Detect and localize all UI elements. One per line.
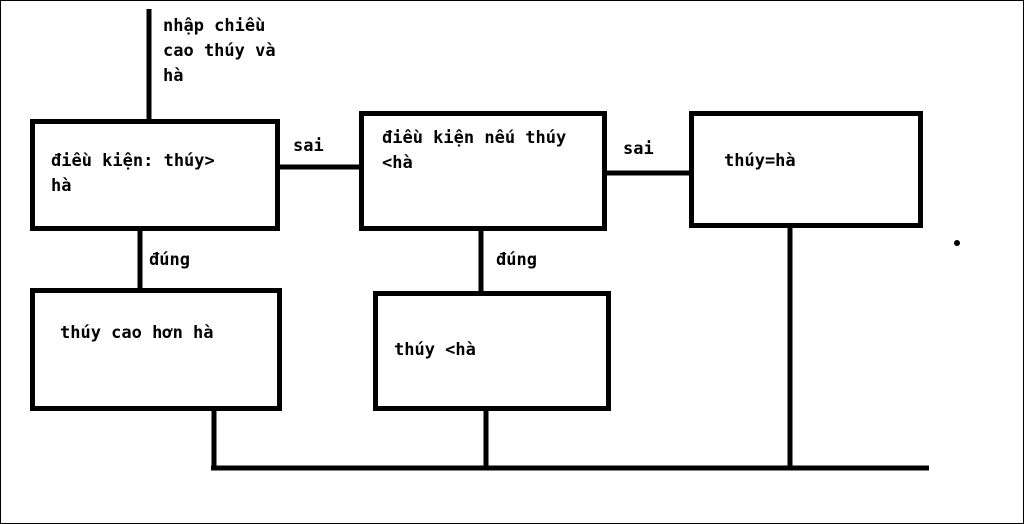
edge-label-dung-1: đúng: [149, 250, 190, 270]
result1-label: thúy cao hơn hà: [60, 323, 214, 343]
result2-label: thúy <hà: [394, 340, 476, 360]
result1-box: thúy cao hơn hà: [30, 288, 282, 411]
condition2-line-2: <hà: [382, 153, 413, 173]
condition1-box: điều kiện: thúy> hà: [30, 119, 280, 231]
condition2-line-1: điều kiện nếu thúy: [382, 128, 567, 148]
condition2-label: điều kiện nếu thúy <hà: [382, 126, 566, 176]
condition1-line-2: hà: [51, 176, 72, 196]
input-label-line-2: cao thúy và: [163, 41, 276, 61]
else-label: thúy=hà: [724, 151, 796, 171]
edge-label-sai-2: sai: [623, 139, 654, 159]
edge-label-sai-1: sai: [293, 136, 324, 156]
input-label-line-3: hà: [163, 66, 184, 86]
input-label: nhập chiều cao thúy và hà: [163, 14, 276, 89]
else-box: thúy=hà: [689, 111, 923, 228]
condition2-box: điều kiện nếu thúy <hà: [359, 111, 607, 231]
edge-label-dung-2: đúng: [496, 250, 537, 270]
result2-box: thúy <hà: [373, 291, 611, 411]
condition1-line-1: điều kiện: thúy>: [51, 151, 215, 171]
stray-dot: [954, 240, 960, 246]
input-label-line-1: nhập chiều: [163, 16, 266, 36]
condition1-label: điều kiện: thúy> hà: [51, 149, 215, 199]
